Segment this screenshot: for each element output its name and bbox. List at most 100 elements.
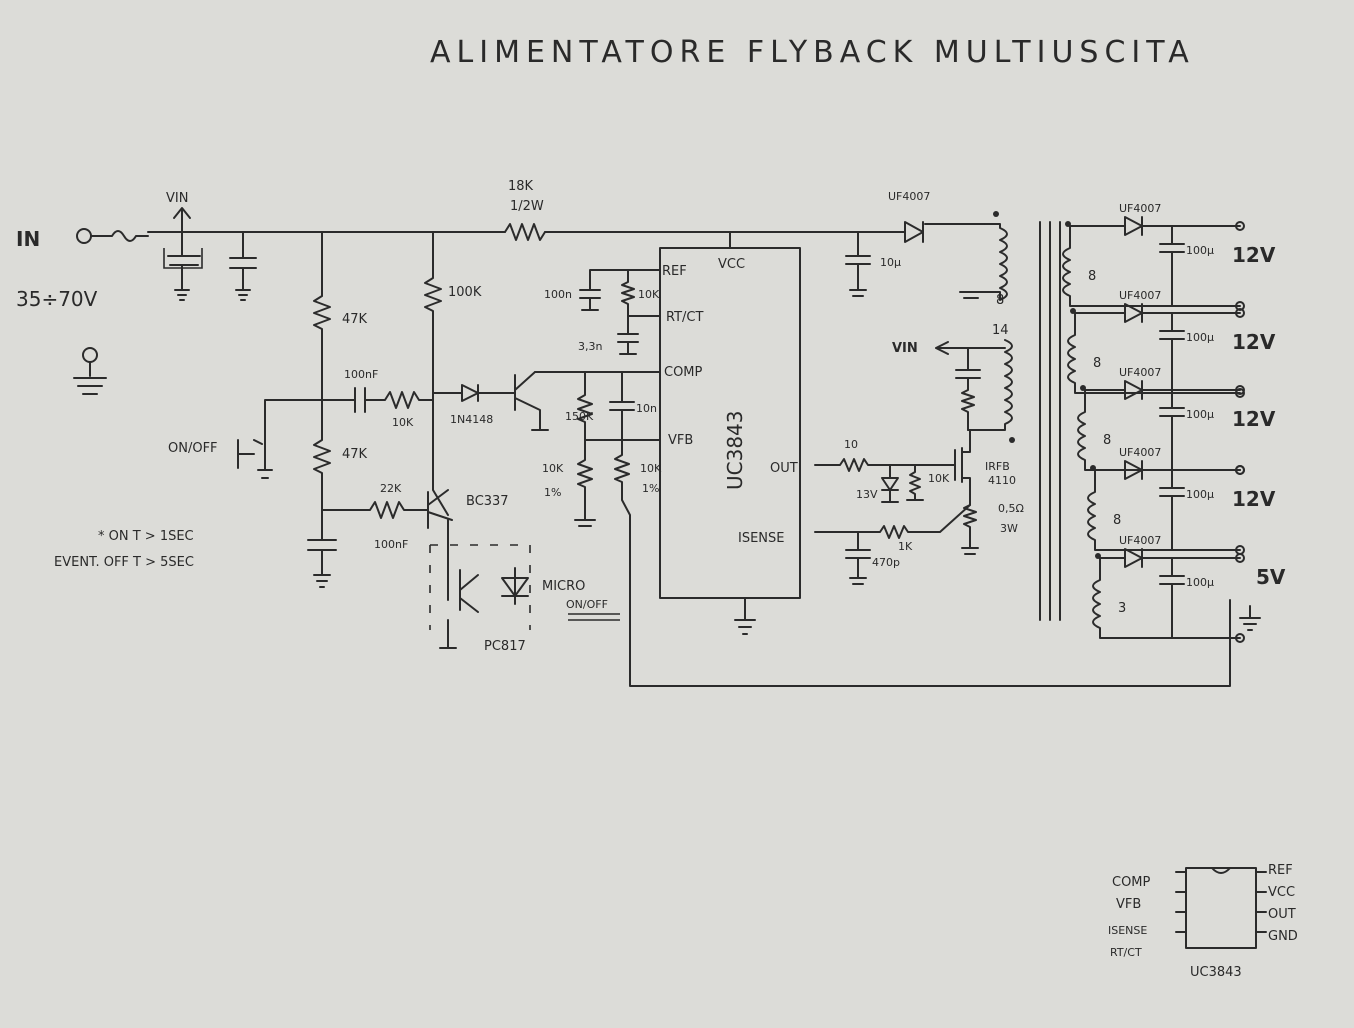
output-diode-label-2: UF4007 [1119, 289, 1161, 302]
uf4007-top-label: UF4007 [888, 190, 930, 203]
pc817-phototransistor [459, 569, 479, 613]
capacitor-10u [845, 231, 871, 297]
pc817-label: PC817 [484, 639, 526, 654]
r10k-ref-label: 10K [638, 288, 660, 301]
r18k-label: 18K [508, 179, 534, 194]
r10k-vfb-a-label: 10K [542, 462, 564, 475]
output-5v-ground [1239, 605, 1261, 631]
c10n-label: 10n [636, 402, 657, 415]
resistor-10k-rtct [621, 269, 661, 317]
vin-arrow [173, 207, 191, 233]
micro-underline [568, 613, 620, 621]
mosfet-a-label: IRFB [985, 460, 1010, 473]
primary-turns-label: 14 [992, 323, 1009, 338]
output-turns-label-5: 3 [1118, 601, 1126, 616]
r47k-top-label: 47K [342, 312, 368, 327]
output-cap-label-5: 100µ [1186, 576, 1214, 589]
pinout-notch [1211, 867, 1231, 874]
output-diode-label-1: UF4007 [1119, 202, 1161, 215]
r10-out-label: 10 [844, 438, 858, 451]
output-voltage-label-2: 12V [1232, 330, 1276, 354]
r10k-a-label: 10K [392, 416, 414, 429]
output-terminal-pos-4 [1235, 465, 1245, 475]
output-terminal-pos-3 [1235, 385, 1245, 395]
c33n-label: 3,3n [578, 340, 602, 353]
output-cap-label-3: 100µ [1186, 408, 1214, 421]
pinout-chip-name: UC3843 [1190, 965, 1242, 980]
c100nf-r10k-series [321, 387, 434, 413]
pinout-left-2: VFB [1116, 897, 1141, 912]
capacitor-10n-comp [609, 371, 635, 441]
output-capacitor-2 [1159, 312, 1185, 394]
main-rail [147, 223, 986, 233]
zener-13v [881, 464, 899, 503]
output-voltage-label-5: 5V [1256, 565, 1286, 589]
input-capacitor-2 [229, 231, 257, 301]
ic-pin-comp: COMP [664, 365, 703, 380]
output-winding-1 [1062, 235, 1241, 307]
schematic-title: ALIMENTATORE FLYBACK MULTIUSCITA [430, 35, 1195, 70]
mosfet-b-label: 4110 [988, 474, 1016, 487]
resistor-1k-isense [814, 504, 971, 539]
pinout-right-2: VCC [1268, 885, 1295, 900]
pinout-pins [1175, 871, 1267, 933]
pc817-outline [429, 544, 531, 630]
r10k-vfb-b-label: 10K [640, 462, 662, 475]
r47k-bottom-label: 47K [342, 447, 368, 462]
output-cap-label-2: 100µ [1186, 331, 1214, 344]
pinout-right-1: REF [1268, 863, 1293, 878]
output-winding-5 [1092, 567, 1241, 639]
r10k-vfb-b2-label: 1% [642, 482, 659, 495]
pinout-right-4: GND [1268, 929, 1298, 944]
output-cap-label-1: 100µ [1186, 244, 1214, 257]
aux-winding [959, 211, 1008, 301]
resistor-47k-bottom [313, 399, 331, 541]
bc337-label: BC337 [466, 494, 509, 509]
ic-pin-rtct: RT/CT [666, 310, 703, 325]
ground-symbol [73, 347, 107, 395]
output-diode-4 [1094, 460, 1241, 481]
output-diode-3 [1084, 380, 1241, 401]
input-capacitor-1 [163, 231, 203, 301]
c100nf-bottom-label: 100nF [374, 538, 408, 551]
c100n-ref-label: 100n [544, 288, 572, 301]
diode-1n4148 [432, 384, 516, 402]
micro-label: MICRO [542, 579, 585, 594]
output-capacitor-3 [1159, 389, 1185, 471]
bc337-transistor [321, 489, 453, 529]
uc3843-pinout: COMP VFB ISENSE RT/CT REF VCC OUT GND UC… [1108, 863, 1298, 980]
input-range: 35÷70V [16, 287, 98, 311]
output-capacitor-1 [1159, 225, 1185, 307]
output-voltage-label-1: 12V [1232, 243, 1276, 267]
r10k-gate-label: 10K [928, 472, 950, 485]
c100nf-a-label: 100nF [344, 368, 378, 381]
output-turns-label-2: 8 [1093, 356, 1101, 371]
diode-1n4148-label: 1N4148 [450, 413, 493, 426]
r18k-w-label: 1/2W [510, 199, 544, 214]
note-line-2: EVENT. OFF T > 5SEC [54, 555, 194, 570]
output-diode-5 [1099, 548, 1241, 569]
capacitor-470p [845, 531, 871, 585]
diode-uf4007-aux [879, 221, 924, 243]
output-cap-label-4: 100µ [1186, 488, 1214, 501]
output-diode-label-3: UF4007 [1119, 366, 1161, 379]
resistor-150k [577, 371, 593, 441]
onoff-label: ON/OFF [168, 441, 218, 456]
vin-primary-label: VIN [892, 341, 918, 356]
resistor-47k-top [313, 231, 331, 401]
onoff-wire [257, 399, 323, 479]
output-capacitor-4 [1159, 469, 1185, 551]
onoff-button [237, 439, 263, 469]
ic-pin-isense: ISENSE [738, 531, 785, 546]
output-terminal-pos-1 [1235, 221, 1245, 231]
mosfet-irfb4110 [954, 429, 971, 496]
resistor-10k-vfb-high [614, 439, 1231, 687]
output-voltage-label-3: 12V [1232, 407, 1276, 431]
transformer-core [1039, 221, 1061, 621]
r22k-label: 22K [380, 482, 402, 495]
pinout-left-4: RT/CT [1110, 946, 1142, 959]
